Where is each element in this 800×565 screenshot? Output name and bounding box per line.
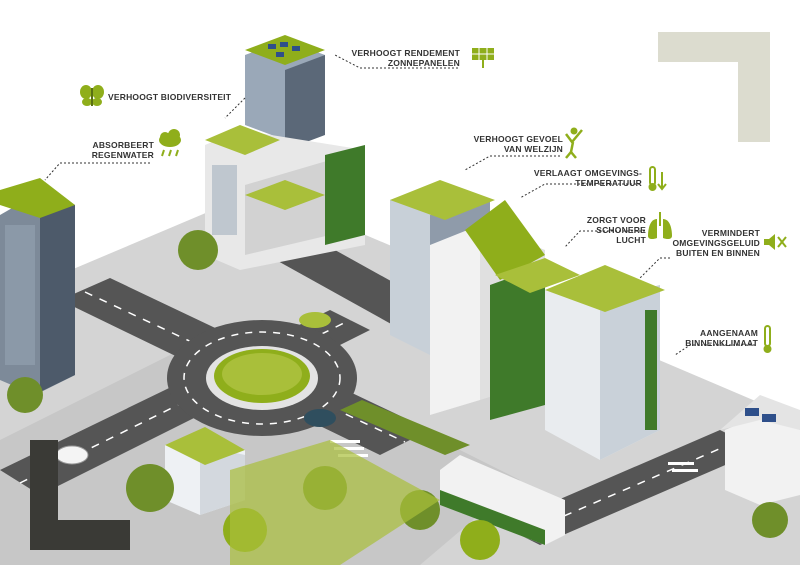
car-dark — [304, 409, 336, 427]
happy-person-icon — [565, 127, 583, 159]
small-house-right — [720, 395, 800, 505]
label-rainwater: ABSORBEERT REGENWATER — [91, 140, 154, 160]
left-building — [0, 178, 75, 395]
leader-lines — [44, 54, 755, 356]
small-building — [165, 427, 245, 515]
speaker-mute-icon — [764, 234, 787, 250]
right-building — [545, 265, 665, 460]
label-biodiversity: VERHOOGT BIODIVERSITEIT — [108, 92, 232, 102]
corner-mark-bottom-left — [30, 440, 130, 550]
corner-mark-top-right — [658, 32, 770, 142]
solar-panel-icon — [472, 48, 494, 68]
butterfly-icon — [80, 85, 104, 106]
lungs-icon — [648, 212, 672, 240]
label-noise: VERMINDERT OMGEVINGSGELUID BUITEN EN BIN… — [672, 228, 760, 258]
thermometer-icon — [763, 325, 772, 353]
center-complex — [205, 125, 365, 270]
label-solar: VERHOOGT RENDEMENT ZONNEPANELEN — [351, 48, 460, 68]
label-indoor-climate: AANGENAAM BINNENKLIMAAT — [685, 328, 758, 348]
label-wellbeing: VERHOOGT GEVOEL VAN WELZIJN — [473, 134, 563, 154]
car-white — [55, 445, 89, 465]
thermometer-down-icon — [648, 166, 667, 191]
car-green — [299, 312, 331, 328]
park-lawn — [230, 440, 440, 565]
rain-cloud-icon — [159, 129, 181, 157]
roundabout — [167, 320, 357, 436]
bus — [440, 455, 565, 545]
label-cleaner-air: ZORGT VOOR SCHONERE LUCHT — [586, 215, 646, 245]
solar-tower — [245, 35, 325, 150]
hedge — [340, 400, 470, 455]
label-temperature: VERLAAGT OMGEVINGS- TEMPERATUUR — [533, 168, 642, 188]
green-wall-building — [490, 258, 580, 420]
